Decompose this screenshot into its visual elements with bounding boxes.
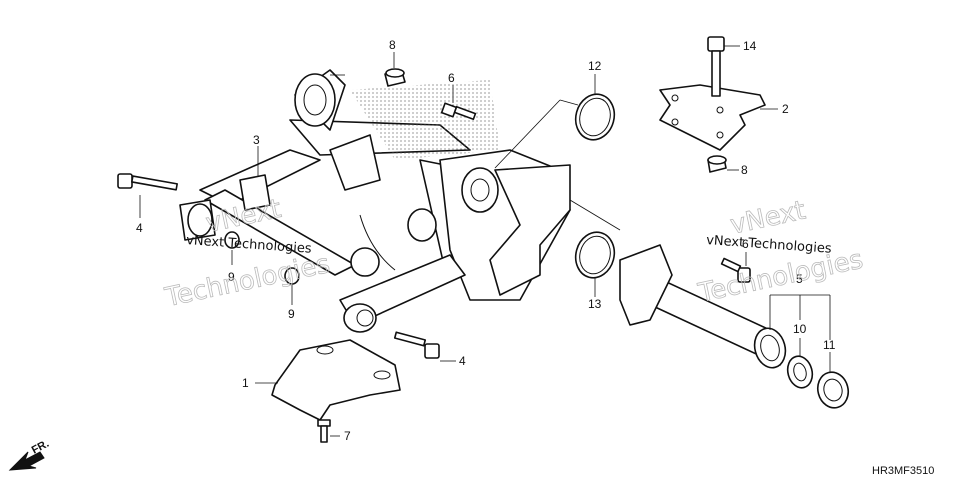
skid-plate [271,339,401,421]
callout-8a: 8 [389,38,396,52]
bolt-6-top [440,102,477,121]
callout-2: 2 [782,102,789,116]
callout-6b: 6 [742,237,749,251]
bolt-4-left [117,173,178,191]
callout-9b: 9 [288,307,295,321]
callout-6a: 6 [448,71,455,85]
callout-8b: 8 [741,163,748,177]
bolt-14 [707,36,725,97]
swingarm-frame [199,69,571,301]
front-direction-arrow: FR. [8,438,51,471]
axle-housing-tube [619,244,787,369]
bracket-hole [716,131,724,139]
drawing-code: HR3MF3510 [872,465,934,477]
bracket-hole [716,106,724,114]
callout-7: 7 [344,429,351,443]
nut-8-right [707,155,727,173]
skid-plate-hole [316,345,334,355]
nut-9-upper [224,231,240,249]
callout-4b: 4 [459,354,466,368]
front-arrow-icon [8,451,45,471]
bolt-7 [317,419,331,443]
callout-5: 5 [796,272,803,286]
watermark-overlay-right: vNext Technologies [706,233,833,257]
callout-14: 14 [743,39,757,53]
watermark-right-line2: Technologies [695,245,866,309]
callout-12: 12 [588,59,602,73]
skid-plate-hole [373,370,391,380]
bracket-hole [671,94,679,102]
front-direction-label: FR. [30,438,51,457]
watermark-right-line1: vNext [728,196,809,241]
callout-3: 3 [253,133,260,147]
watermark-left-line2: Technologies [162,249,333,313]
callout-4a: 4 [136,221,143,235]
nut-8-top [384,68,406,87]
lower-arm [339,254,466,333]
callout-10: 10 [793,322,807,336]
o-ring-13 [574,231,616,279]
bracket-hole [671,118,679,126]
callout-13: 13 [588,297,602,311]
arm-bushing-upper [179,199,216,241]
bolt-6-right [720,257,751,283]
seal-10 [786,355,814,389]
callout-9a: 9 [228,270,235,284]
leader-lines [139,45,831,437]
stopper-3 [239,174,271,211]
seal-11 [816,371,850,409]
nut-9-lower [284,267,300,285]
callout-1: 1 [242,376,249,390]
bolt-4-lower [393,331,440,359]
mounting-bracket [659,84,766,151]
callout-11: 11 [823,338,836,352]
o-ring-12 [574,93,616,141]
